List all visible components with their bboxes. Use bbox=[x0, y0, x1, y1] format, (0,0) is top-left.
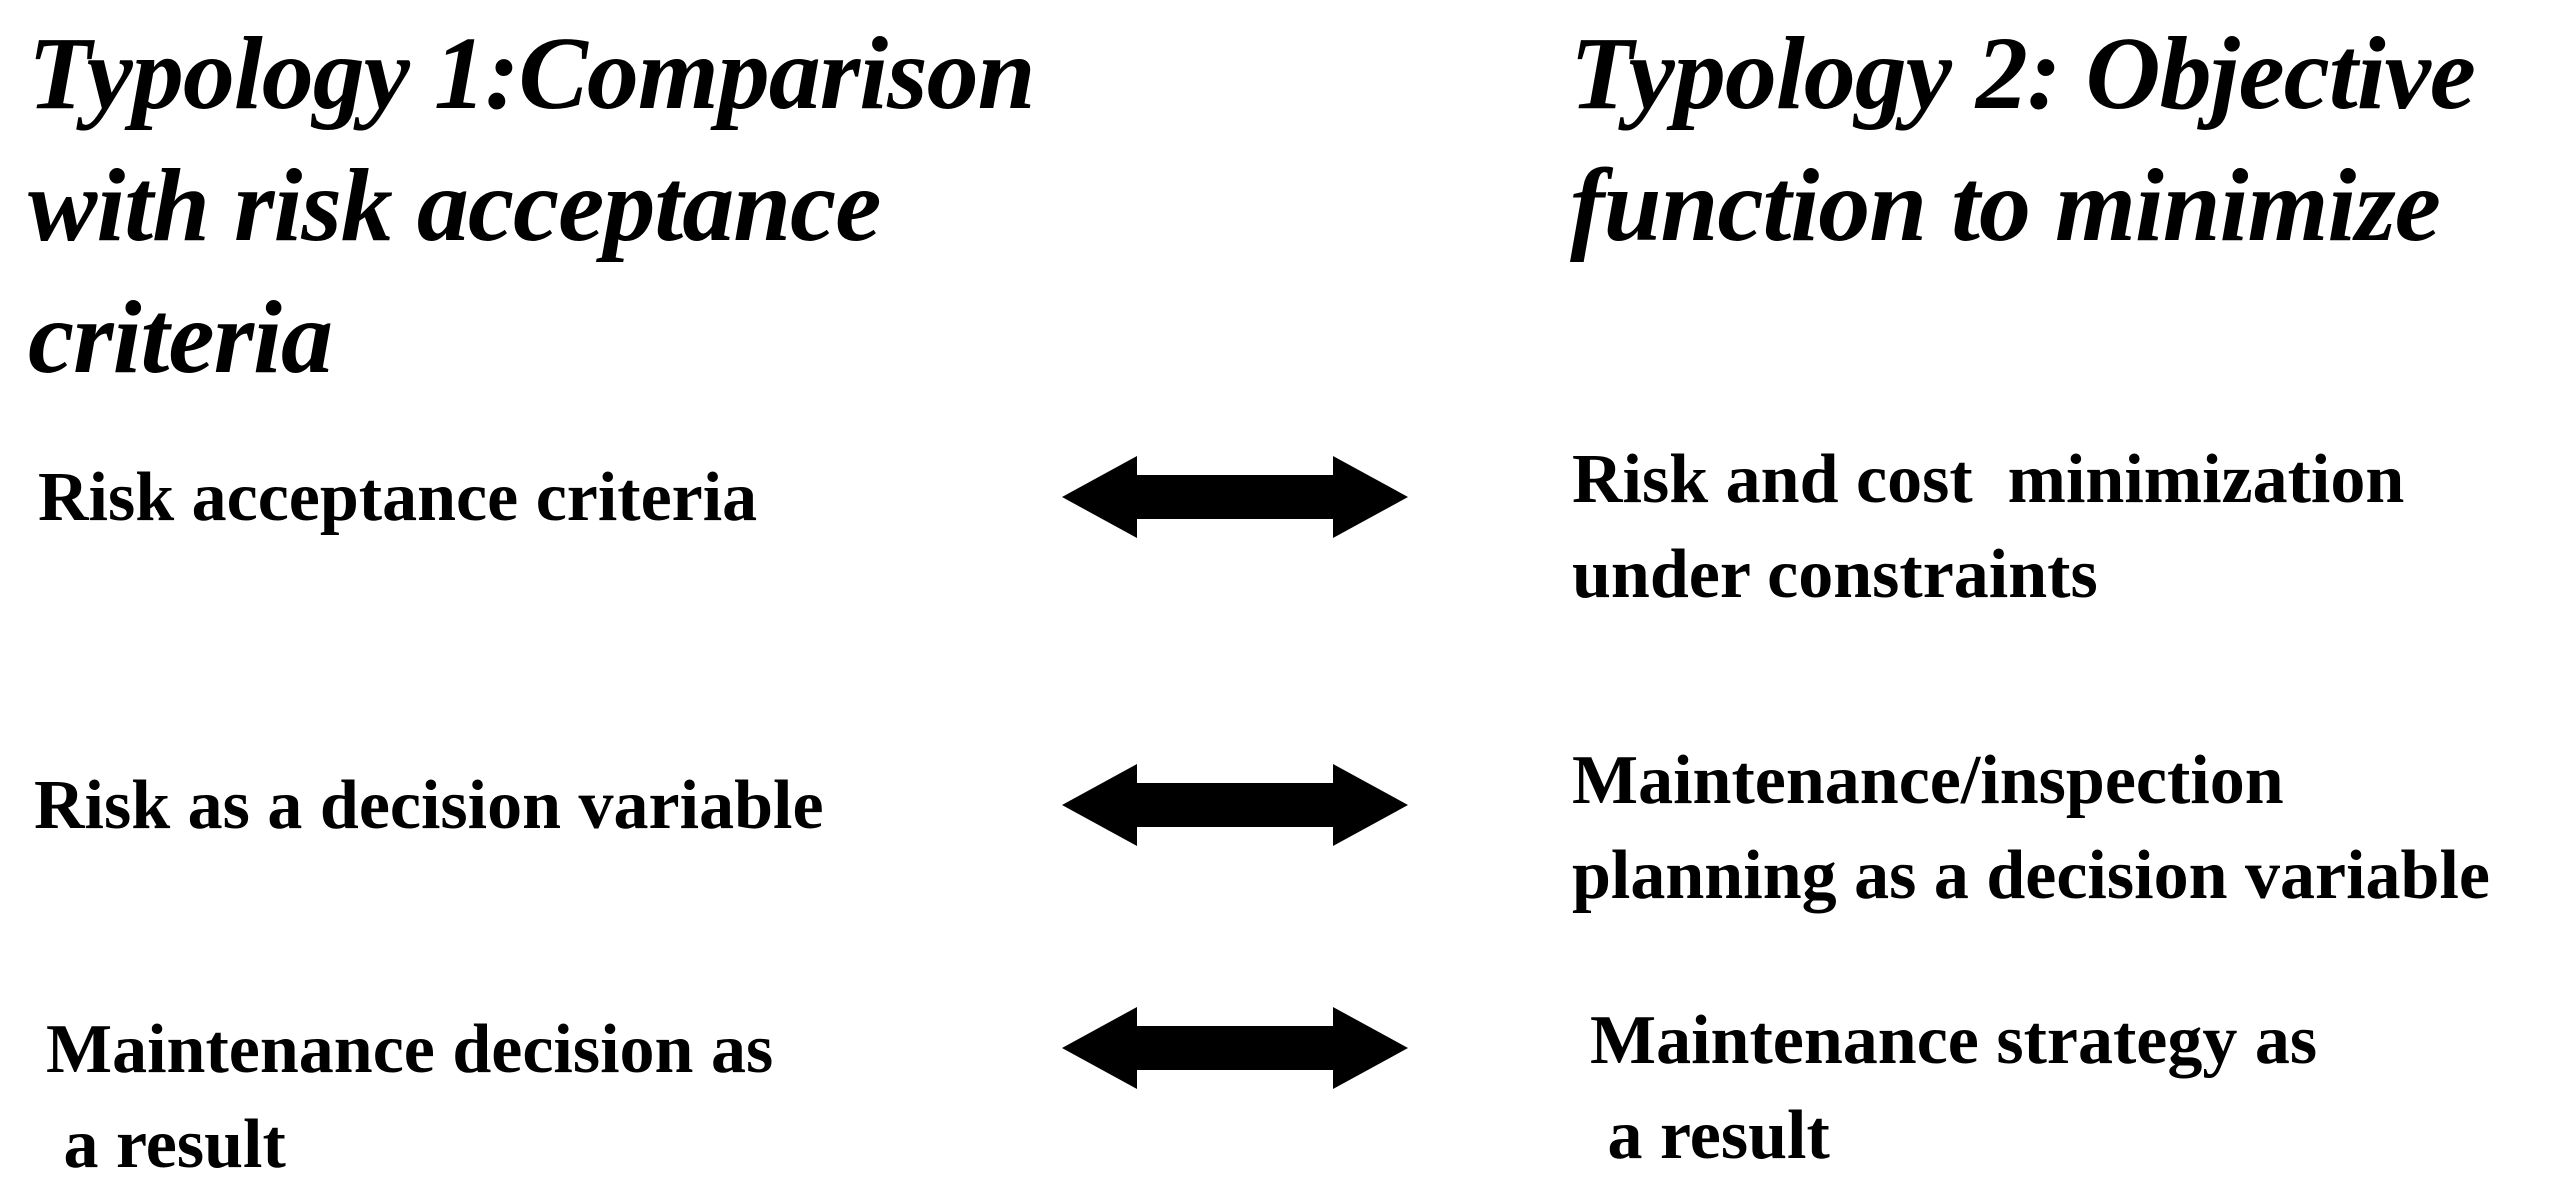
typology-2-title: Typology 2: Objective function to minimi… bbox=[1570, 8, 2476, 272]
label-line: Risk acceptance criteria bbox=[38, 459, 758, 536]
title-line: Typology 1:Comparison bbox=[28, 16, 1035, 131]
double-arrow-shape bbox=[1062, 456, 1408, 538]
row-2-right-label: Maintenance/inspection planning as a dec… bbox=[1572, 733, 2490, 923]
title-line: Typology 2: Objective bbox=[1570, 16, 2476, 131]
title-line: criteria bbox=[28, 280, 333, 395]
label-line: Maintenance strategy as bbox=[1590, 1002, 2318, 1079]
double-arrow-shape bbox=[1062, 1007, 1408, 1089]
double-arrow-shape bbox=[1062, 764, 1408, 846]
row-3-left-label: Maintenance decision as a result bbox=[46, 1002, 773, 1185]
label-line: a result bbox=[46, 1106, 286, 1183]
double-arrow-icon bbox=[1062, 456, 1408, 538]
typology-1-title: Typology 1:Comparison with risk acceptan… bbox=[28, 8, 1035, 404]
title-line: function to minimize bbox=[1570, 148, 2441, 263]
label-line: under constraints bbox=[1572, 536, 2098, 613]
double-arrow-icon bbox=[1062, 1007, 1408, 1089]
title-line: with risk acceptance bbox=[28, 148, 881, 263]
row-3-right-label: Maintenance strategy as a result bbox=[1590, 993, 2317, 1183]
row-2-left-label: Risk as a decision variable bbox=[34, 758, 824, 853]
row-1-right-label: Risk and cost minimization under constra… bbox=[1572, 432, 2404, 622]
label-line: Maintenance decision as bbox=[46, 1011, 774, 1088]
label-line: Risk and cost minimization bbox=[1572, 441, 2405, 518]
label-line: planning as a decision variable bbox=[1572, 837, 2490, 914]
label-line: Maintenance/inspection bbox=[1572, 742, 2284, 819]
label-line: a result bbox=[1590, 1097, 1830, 1174]
label-line: Risk as a decision variable bbox=[34, 767, 824, 844]
double-arrow-icon bbox=[1062, 764, 1408, 846]
row-1-left-label: Risk acceptance criteria bbox=[38, 450, 757, 545]
